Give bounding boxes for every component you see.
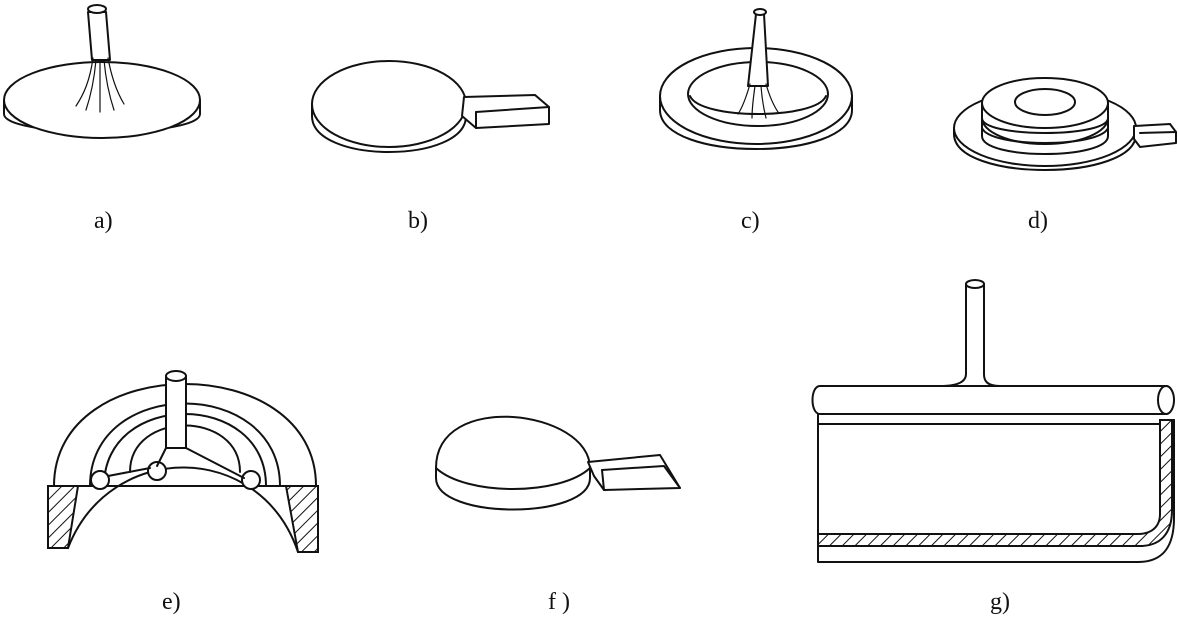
- figure-label-c: c): [741, 208, 760, 234]
- figure-c-ring-center-gate: [659, 8, 853, 150]
- figure-a-disc-center-gate: [3, 4, 201, 139]
- figure-f-dome-side-gate: [435, 415, 681, 511]
- figure-label-f: f ): [548, 589, 570, 615]
- figure-label-e: e): [162, 589, 181, 615]
- figure-b-disc-side-gate: [311, 60, 550, 153]
- figure-label-a: a): [94, 208, 113, 234]
- figure-label-d: d): [1028, 208, 1048, 234]
- figure-label-g: g): [990, 589, 1010, 615]
- figure-e-arch-runner-gate: [47, 370, 319, 553]
- figure-d-stepped-ring-side-gate: [953, 77, 1177, 171]
- figure-label-b: b): [408, 208, 428, 234]
- figure-g-box-top-runner-gate: [811, 279, 1175, 563]
